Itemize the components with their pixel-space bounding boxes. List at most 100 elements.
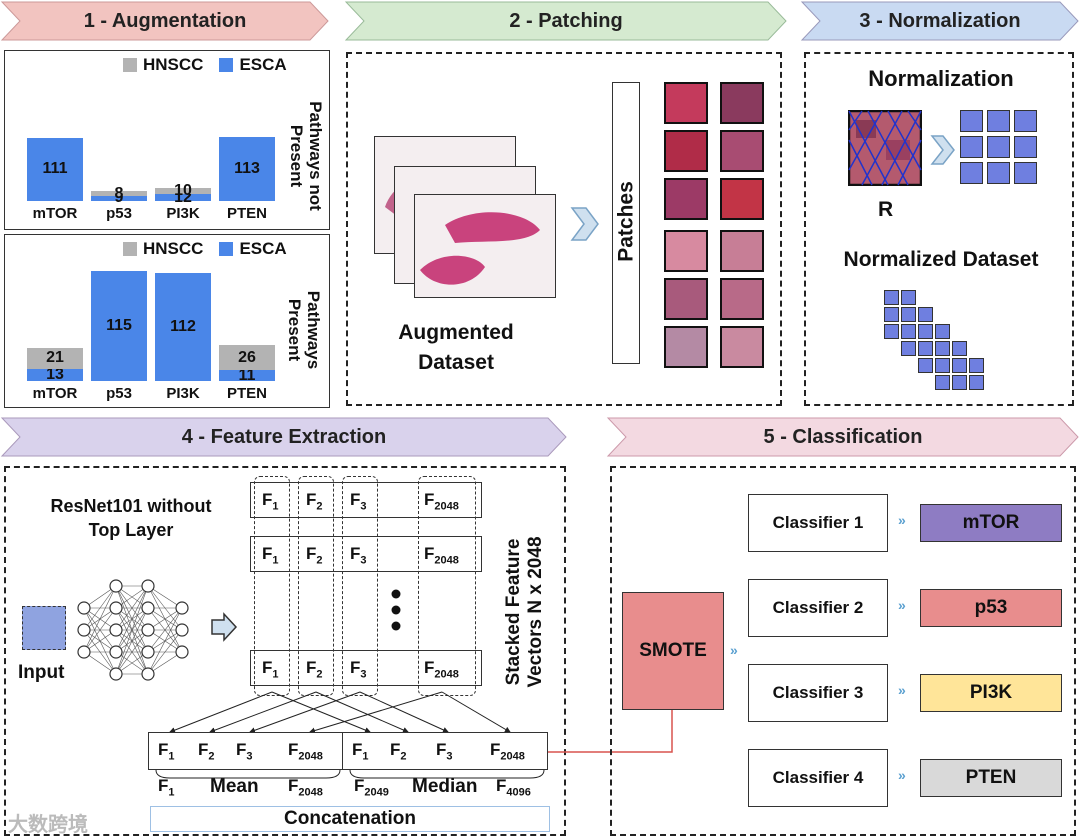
normalized-dataset-label: Normalized Dataset (843, 248, 1039, 271)
chevron-right-icon: » (898, 597, 906, 613)
legend-swatch-hnscc (123, 58, 137, 72)
normalized-tile (1014, 162, 1037, 184)
chart-side-label: Pathways Present (285, 285, 323, 375)
section-banners (0, 1, 1079, 457)
concat-feature-label: F3 (436, 740, 453, 763)
normalized-tile (918, 341, 933, 356)
range-feature-label: F2049 (354, 776, 389, 799)
feature-label: F2048 (424, 658, 459, 681)
range-feature-label: F2048 (288, 776, 323, 799)
patch-tile (720, 82, 764, 124)
category-label: mTOR (32, 205, 78, 222)
input-label: Input (18, 662, 65, 683)
normalized-tile (987, 162, 1010, 184)
resnet-label: ResNet101 without Top Layer (22, 494, 240, 542)
output-label: mTOR (920, 504, 1062, 542)
normalized-tile (987, 110, 1010, 132)
normalized-tile (1014, 136, 1037, 158)
normalized-tile (969, 358, 984, 373)
feature-label: F2048 (424, 544, 459, 567)
banner-feature-extraction: 4 - Feature Extraction (181, 425, 387, 448)
feature-column-2 (298, 476, 334, 696)
median-vector (342, 732, 548, 770)
legend-esca: ESCA (239, 239, 287, 258)
banner-augmentation: 1 - Augmentation (83, 9, 247, 32)
pooling-arrows (169, 691, 511, 734)
stacked-feature-label: Stacked Feature Vectors N x 2048 (503, 517, 547, 707)
category-label: p53 (106, 385, 132, 402)
normalization-title: Normalization (868, 66, 1014, 91)
patches-label: Patches (614, 181, 638, 262)
feature-vector-row (250, 482, 482, 518)
normalization-panel (804, 52, 1074, 406)
normalized-tile (935, 358, 950, 373)
classification-panel (610, 466, 1076, 836)
feature-label: F2 (306, 658, 323, 681)
chevron-right-icon: » (730, 642, 738, 658)
bar-esca: 9 (91, 189, 147, 206)
normalized-dataset-tiles (884, 290, 994, 394)
bar-esca: 111 (27, 137, 83, 201)
classifier-box: Classifier 2 (748, 579, 888, 637)
patch-tile (720, 326, 764, 368)
ellipsis-icon (391, 589, 401, 631)
patches-bar (612, 82, 640, 364)
category-label: p53 (106, 205, 132, 222)
patching-panel (346, 52, 782, 406)
bar-esca: 13 (27, 366, 83, 383)
resnet-line2: Top Layer (88, 520, 174, 540)
normalized-tile (960, 136, 983, 158)
concatenation-box: Concatenation (150, 806, 550, 832)
resnet-line1: ResNet101 without (50, 496, 212, 516)
mean-label: Mean (210, 776, 259, 797)
normalized-tile (969, 375, 984, 390)
arrow-right-icon (211, 612, 238, 642)
chevron-right-icon (570, 207, 599, 241)
feature-vector-row (250, 536, 482, 572)
reference-label: R (878, 198, 894, 221)
concat-feature-label: F2 (198, 740, 215, 763)
feature-column-1 (254, 476, 290, 696)
feature-label: F3 (350, 490, 367, 513)
side-label-line1: Pathways not (306, 101, 325, 211)
concat-feature-label: F1 (352, 740, 369, 763)
output-label: PI3K (920, 674, 1062, 712)
chart-side-label: Pathways not Present (287, 101, 325, 211)
normalized-patch-grid (960, 110, 1040, 186)
patch-tile (664, 326, 708, 368)
chart-legend: HNSCC ESCA (123, 55, 287, 75)
normalized-tile (1014, 110, 1037, 132)
chevron-right-icon (930, 135, 955, 165)
output-label: PTEN (920, 759, 1062, 797)
chevron-right-icon: » (898, 512, 906, 528)
category-label: PI3K (166, 205, 200, 222)
legend-esca: ESCA (239, 55, 287, 74)
patch-tile (720, 130, 764, 172)
bar-hnscc: 21 (27, 348, 83, 369)
normalized-tile (884, 307, 899, 322)
classifier-box: Classifier 3 (748, 664, 888, 722)
output-label: p53 (920, 589, 1062, 627)
feature-label: F2048 (424, 490, 459, 513)
stacked-line2: Vectors N x 2048 (525, 536, 546, 688)
concat-feature-label: F2 (390, 740, 407, 763)
patch-grid (664, 82, 766, 368)
normalized-tile (960, 162, 983, 184)
connector-line (548, 690, 673, 753)
feature-extraction-panel (4, 466, 566, 836)
normalized-tile (918, 358, 933, 373)
stacked-line1: Stacked Feature (503, 538, 524, 686)
range-feature-label: F1 (158, 776, 175, 799)
legend-hnscc: HNSCC (143, 239, 204, 258)
smote-box: SMOTE (622, 592, 724, 710)
feature-label: F2 (306, 490, 323, 513)
feature-label: F1 (262, 658, 279, 681)
normalized-tile (918, 307, 933, 322)
normalized-tile (901, 341, 916, 356)
normalized-tile (935, 375, 950, 390)
chart-legend: HNSCC ESCA (123, 239, 287, 259)
patch-tile (664, 130, 708, 172)
feature-label: F3 (350, 544, 367, 567)
